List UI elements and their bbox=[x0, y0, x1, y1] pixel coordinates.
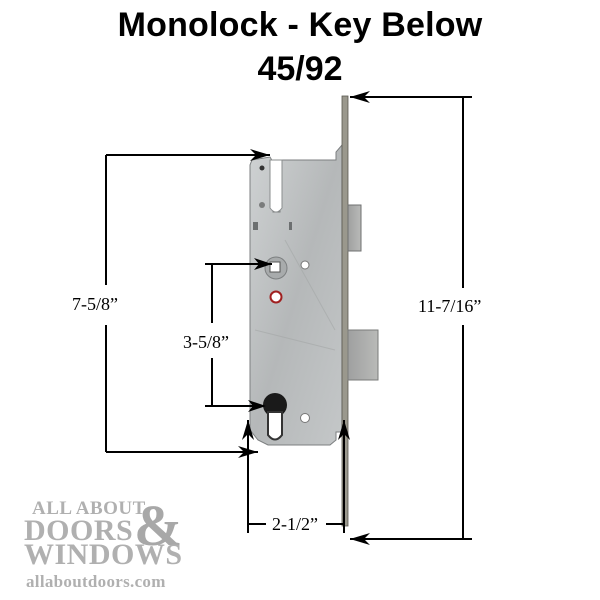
dimension-3-5-8 bbox=[205, 258, 272, 412]
dimension-2-1-2 bbox=[242, 420, 350, 533]
dimension-label-11-7-16: 11-7/16” bbox=[418, 296, 482, 316]
logo-line-all-about: ALL ABOUT bbox=[32, 498, 146, 519]
dimension-label-7-5-8: 7-5/8” bbox=[72, 294, 118, 314]
page-title: Monolock - Key Below bbox=[117, 6, 483, 44]
dimension-11-7-16 bbox=[350, 91, 472, 545]
dimension-7-5-8 bbox=[105, 149, 270, 458]
latch-bolt bbox=[347, 204, 362, 252]
logo-line-doors: DOORS bbox=[24, 514, 134, 547]
model-number: 45/92 bbox=[257, 50, 343, 88]
dimension-label-3-5-8: 3-5/8” bbox=[183, 332, 229, 352]
lock-body bbox=[249, 143, 343, 446]
logo-line-windows: WINDOWS bbox=[24, 538, 183, 571]
logo-ampersand: & bbox=[134, 493, 183, 558]
dead-bolt bbox=[347, 329, 379, 381]
logo-url: allaboutdoors.com bbox=[26, 572, 166, 591]
dimension-label-2-1-2: 2-1/2” bbox=[272, 514, 318, 534]
